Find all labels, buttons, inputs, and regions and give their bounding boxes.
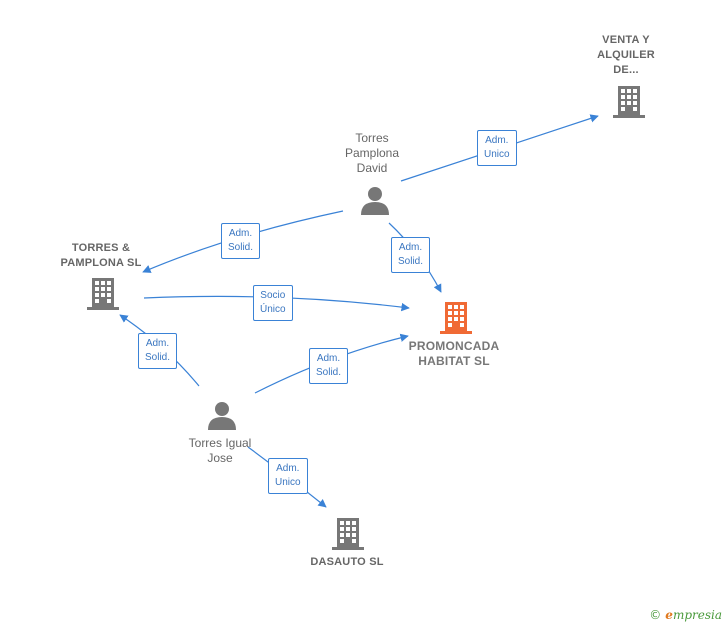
- edge-label-jose-tpsl[interactable]: Adm. Solid.: [138, 333, 178, 369]
- node-label-promoncada: PROMONCADA HABITAT SL: [408, 339, 500, 368]
- edge-label-david-venta[interactable]: Adm. Unico: [477, 130, 517, 166]
- building-icon[interactable]: [613, 84, 645, 118]
- edge-label-david-promoncada[interactable]: Adm. Solid.: [391, 237, 431, 273]
- copyright-icon: ©: [649, 608, 662, 622]
- node-label-torres-pamplona-sl: TORRES & PAMPLONA SL: [60, 242, 142, 269]
- edge-label-jose-dasauto[interactable]: Adm. Unico: [268, 458, 308, 494]
- node-label-torres-igual-jose: Torres Igual Jose: [188, 436, 252, 465]
- node-label-venta: VENTA Y ALQUILER DE...: [597, 34, 655, 76]
- node-label-dasauto: DASAUTO SL: [310, 556, 384, 568]
- edge-label-jose-promoncada[interactable]: Adm. Solid.: [309, 348, 349, 384]
- edge-label-david-tpsl[interactable]: Adm. Solid.: [221, 223, 261, 259]
- edge-label-tpsl-promoncada[interactable]: Socio Único: [253, 285, 293, 321]
- building-icon[interactable]: [440, 300, 472, 334]
- node-label-torres-pamplona-david: Torres Pamplona David: [344, 131, 400, 175]
- brand-logo: ©empresia: [649, 608, 722, 622]
- building-icon[interactable]: [87, 276, 119, 310]
- person-icon[interactable]: [360, 186, 390, 216]
- building-icon[interactable]: [332, 516, 364, 550]
- person-icon[interactable]: [207, 401, 237, 431]
